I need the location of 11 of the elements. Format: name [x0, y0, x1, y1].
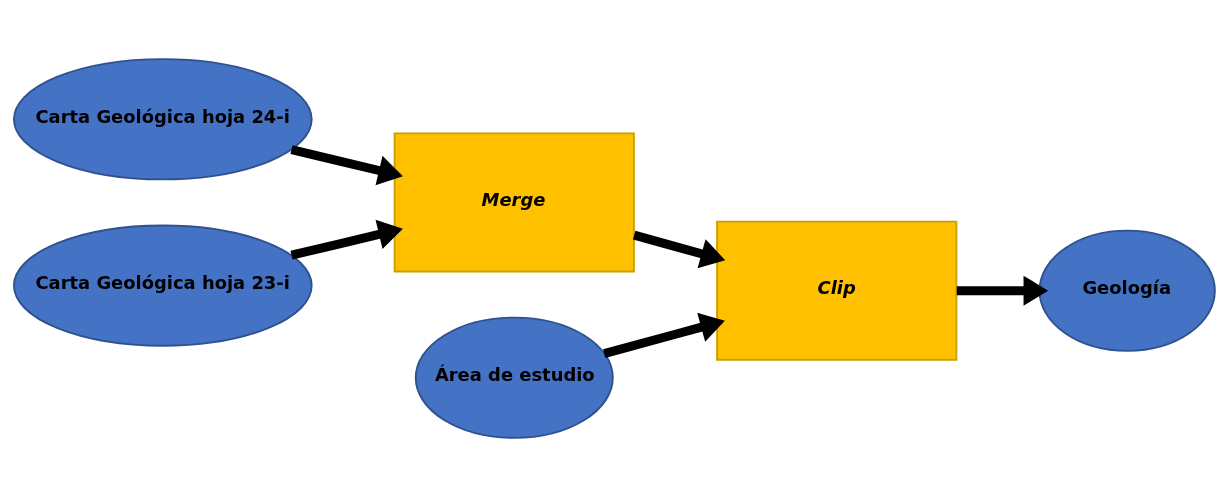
- node-ellipse: Carta Geológica hoja 23-i: [13, 224, 313, 347]
- arrow: [603, 312, 725, 358]
- node-box: Clip: [716, 220, 958, 361]
- arrow: [290, 219, 403, 260]
- node-box: Merge: [393, 131, 635, 272]
- node-ellipse: Geología: [1038, 229, 1216, 352]
- arrow: [956, 275, 1049, 306]
- node-ellipse: Carta Geológica hoja 24-i: [13, 57, 313, 180]
- arrow: [290, 144, 403, 185]
- node-ellipse: Área de estudio: [414, 316, 614, 439]
- arrow: [633, 230, 726, 268]
